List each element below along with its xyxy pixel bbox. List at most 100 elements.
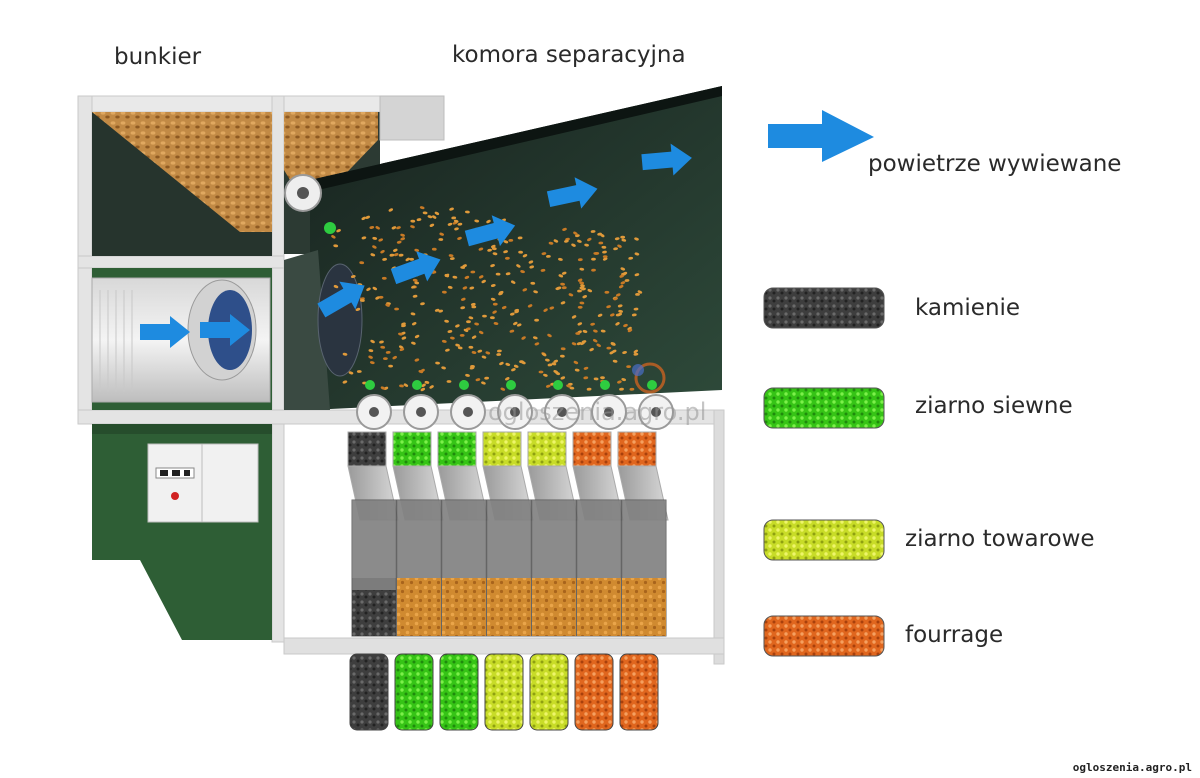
grain-particle xyxy=(411,285,416,289)
grain-particle xyxy=(518,250,523,254)
output-bin xyxy=(529,653,569,731)
grain-particle xyxy=(580,341,585,346)
grain-particle xyxy=(375,296,380,300)
grain-spray xyxy=(331,206,643,392)
bin-glass xyxy=(577,500,621,578)
grain-particle xyxy=(420,387,426,392)
grain-particle xyxy=(453,219,459,223)
stones-swatch xyxy=(763,287,885,329)
grain-particle xyxy=(455,324,460,328)
grain-particle xyxy=(577,305,583,309)
grain-particle xyxy=(392,355,397,360)
grain-particle xyxy=(618,309,623,313)
grain-particle xyxy=(514,310,519,314)
grain-particle xyxy=(613,297,618,301)
grain-particle xyxy=(491,247,497,251)
grain-particle xyxy=(602,250,607,254)
grain-particle xyxy=(602,255,608,259)
grain-particle xyxy=(617,304,623,308)
grain-particle xyxy=(403,383,409,387)
grain-particle xyxy=(401,324,406,328)
grain-particle xyxy=(463,328,469,333)
grain-particle xyxy=(490,297,496,301)
grain-particle xyxy=(516,323,522,327)
grain-particle xyxy=(434,211,440,216)
grain-particle xyxy=(486,219,491,224)
grain-particle xyxy=(579,267,585,271)
grain-particle xyxy=(361,216,366,221)
grain-particle xyxy=(577,258,583,262)
grain-particle xyxy=(441,339,447,343)
grain-particle xyxy=(604,290,610,294)
grain-particle xyxy=(545,384,551,388)
grain-particle xyxy=(410,219,416,223)
roller-hub xyxy=(604,407,614,417)
grain-particle xyxy=(457,222,463,226)
output-bin xyxy=(394,653,434,731)
bin-glass xyxy=(397,500,441,578)
grain-particle xyxy=(598,241,604,245)
grain-particle xyxy=(548,241,554,245)
grain-particle xyxy=(350,275,356,278)
grain-particle xyxy=(500,387,506,391)
grain-particle xyxy=(420,302,425,306)
grain-particle xyxy=(561,286,567,290)
separation-rollers xyxy=(356,380,674,430)
grain-particle xyxy=(444,273,450,277)
grain-particle xyxy=(482,314,487,318)
grain-particle xyxy=(481,381,486,385)
grain-particle xyxy=(412,278,418,282)
grain-particle xyxy=(574,368,580,372)
grain-particle xyxy=(602,257,608,261)
grain-particle xyxy=(541,352,547,357)
grain-particle xyxy=(575,332,581,335)
grain-particle xyxy=(378,238,383,242)
grain-particle xyxy=(577,322,583,326)
grain-particle xyxy=(577,239,582,243)
grain-particle xyxy=(534,318,539,322)
grain-particle xyxy=(360,299,365,302)
grain-particle xyxy=(401,336,407,340)
grain-particle xyxy=(435,361,440,365)
grain-particle xyxy=(601,245,607,249)
grain-particle xyxy=(606,346,612,350)
fodder-swatch xyxy=(763,615,885,657)
control-cabinet xyxy=(92,424,272,640)
grain-particle xyxy=(381,276,387,280)
grain-particle xyxy=(562,227,567,231)
grain-particle xyxy=(469,286,475,290)
air-arrow-icon xyxy=(390,251,441,285)
sensor-light xyxy=(506,380,516,390)
grain-particle xyxy=(590,322,595,326)
bin-contents xyxy=(487,578,531,636)
grain-particle xyxy=(558,257,563,261)
grain-particle xyxy=(470,302,476,306)
grain-particle xyxy=(513,321,518,326)
air-arrow-icon xyxy=(140,316,190,348)
grain-particle xyxy=(493,322,499,325)
chute-top xyxy=(527,431,567,467)
grain-particle xyxy=(464,275,470,279)
bin-glass xyxy=(352,500,396,578)
bin-glass xyxy=(532,500,576,578)
grain-particle xyxy=(414,248,420,252)
grain-particle xyxy=(478,330,484,335)
grain-particle xyxy=(631,313,637,317)
grain-particle xyxy=(510,280,516,284)
chute-top xyxy=(482,431,522,467)
roller-hub xyxy=(463,407,473,417)
grain-particle xyxy=(624,279,630,282)
grain-particle xyxy=(336,229,341,233)
agro-logo-icon xyxy=(632,362,666,394)
grain-particle xyxy=(587,288,593,293)
grain-particle xyxy=(581,287,586,291)
grain-particle xyxy=(503,250,508,254)
grain-particle xyxy=(521,336,526,340)
grain-particle xyxy=(389,253,395,257)
grain-particle xyxy=(620,281,626,285)
grain-particle xyxy=(627,328,633,333)
grain-particle xyxy=(411,341,416,345)
output-bins xyxy=(349,653,659,731)
grain-particle xyxy=(424,380,430,384)
grain-particle xyxy=(582,330,588,333)
